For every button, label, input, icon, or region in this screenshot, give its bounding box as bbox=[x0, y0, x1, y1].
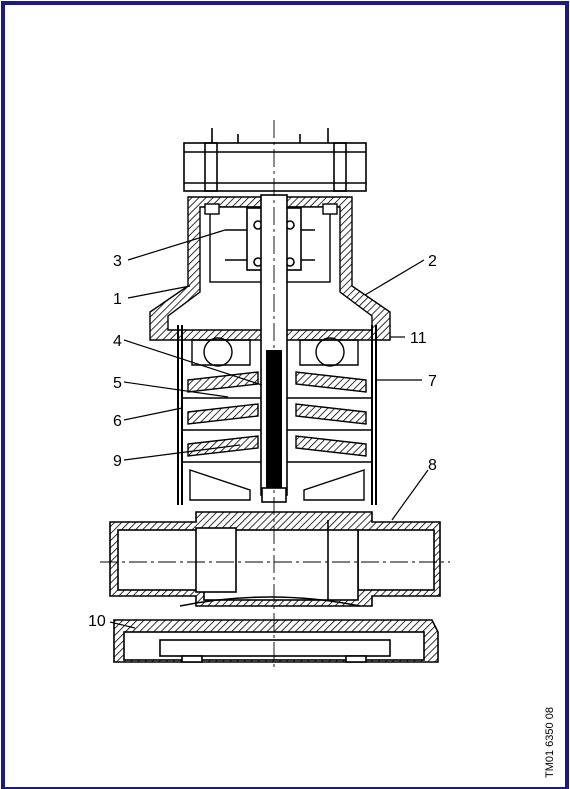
callout-2: 2 bbox=[428, 253, 437, 270]
center-lines bbox=[100, 120, 450, 670]
document-code: TM01 6350 08 bbox=[544, 707, 556, 778]
callout-9: 9 bbox=[113, 453, 122, 470]
callout-11: 11 bbox=[410, 330, 427, 347]
callout-5: 5 bbox=[113, 375, 122, 392]
document-code-container: TM01 6350 08 bbox=[544, 707, 556, 778]
callout-3: 3 bbox=[113, 253, 122, 270]
callout-1: 1 bbox=[113, 291, 122, 308]
callout-8: 8 bbox=[428, 457, 437, 474]
outer-sleeve bbox=[177, 325, 377, 505]
base-plate bbox=[113, 619, 439, 663]
pump-base bbox=[109, 511, 441, 607]
motor-stool bbox=[183, 128, 367, 192]
callout-4: 4 bbox=[113, 333, 122, 350]
callout-6: 6 bbox=[113, 413, 122, 430]
callout-10: 10 bbox=[88, 613, 106, 630]
callout-7: 7 bbox=[428, 373, 437, 390]
chamber-stack bbox=[182, 337, 372, 501]
leader-lines bbox=[109, 229, 429, 629]
